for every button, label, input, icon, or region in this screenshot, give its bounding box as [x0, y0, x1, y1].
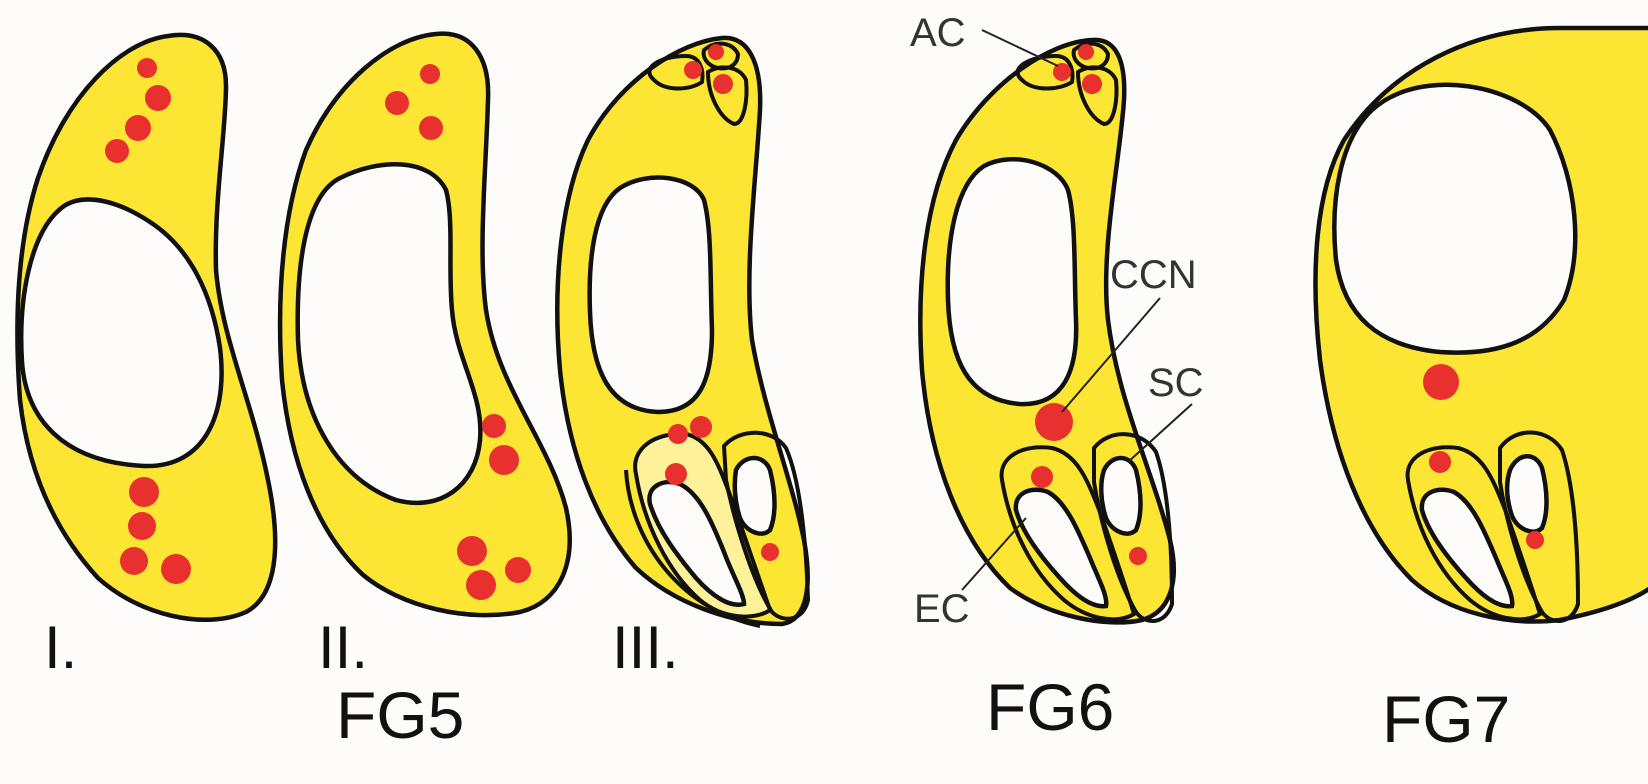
spot — [466, 570, 496, 600]
spot — [385, 91, 409, 115]
specimen-stage-3 — [557, 38, 808, 626]
spot — [665, 463, 687, 485]
spot — [457, 536, 487, 566]
spot — [145, 85, 171, 111]
spot — [120, 547, 148, 575]
spot — [708, 44, 724, 60]
spot — [420, 64, 440, 84]
spot — [713, 74, 733, 94]
specimen-3-cavity — [590, 178, 712, 412]
group-label-fg6: FG6 — [986, 670, 1114, 744]
spot — [128, 512, 156, 540]
stage-label-2: II. — [318, 614, 368, 681]
specimen-fg7-cavity — [1334, 85, 1575, 353]
group-label-fg7: FG7 — [1382, 682, 1510, 756]
spot — [482, 414, 506, 438]
spot — [419, 116, 443, 140]
spot — [668, 424, 688, 444]
spot — [1082, 74, 1102, 94]
spot — [1526, 531, 1544, 549]
spot — [761, 543, 779, 561]
stage-label-3: III. — [612, 614, 679, 681]
central-cell-nucleus — [1423, 364, 1459, 400]
specimen-fg6-cavity — [948, 159, 1076, 404]
spot — [505, 557, 531, 583]
specimen-fg7 — [1315, 28, 1648, 621]
callout-sc-label: SC — [1148, 361, 1204, 405]
side-cavity — [735, 458, 775, 534]
specimen-fg6 — [920, 40, 1173, 623]
spot — [161, 554, 191, 584]
spot — [125, 115, 151, 141]
spot — [1129, 547, 1147, 565]
stage-label-1: I. — [44, 614, 77, 681]
synergid-cavity — [1507, 456, 1546, 531]
spot — [1429, 451, 1451, 473]
group-label-fg5: FG5 — [336, 678, 464, 752]
spot — [105, 139, 129, 163]
spot — [684, 61, 702, 79]
central-cell-nucleus — [1035, 403, 1073, 441]
callout-ac-label: AC — [910, 11, 966, 55]
spot — [1031, 466, 1053, 488]
callout-ec-label: EC — [914, 587, 970, 631]
specimen-stage-1 — [17, 35, 275, 620]
synergid-cavity — [1101, 458, 1140, 534]
spot — [690, 416, 712, 438]
spot — [1078, 44, 1094, 60]
callout-ac-leader — [982, 30, 1058, 66]
spot — [129, 477, 159, 507]
spot — [489, 445, 519, 475]
callout-ccn-label: CCN — [1110, 253, 1197, 297]
spot — [137, 58, 157, 78]
specimen-stage-2 — [280, 34, 570, 616]
